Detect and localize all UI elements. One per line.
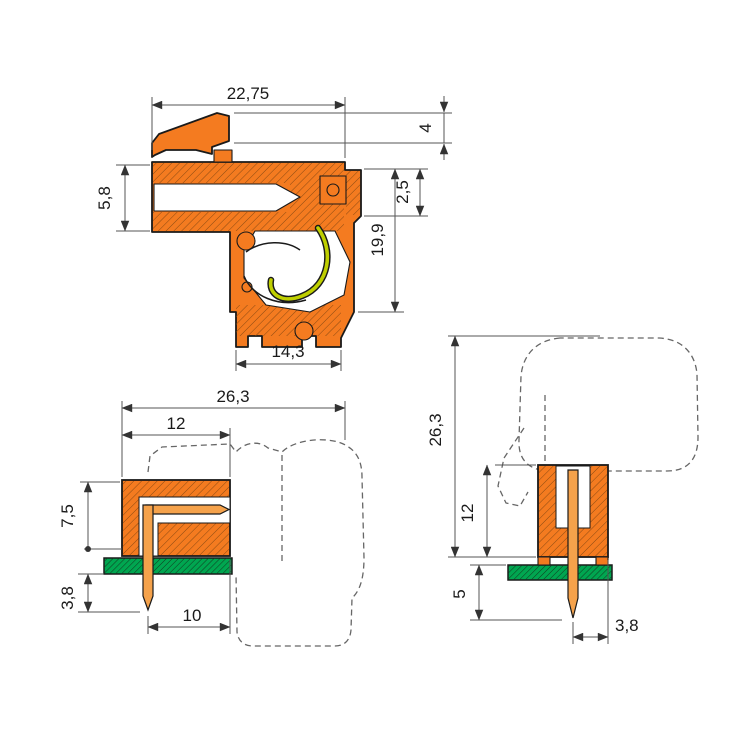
dim-label-pin-below-board-front: 5 [450, 589, 469, 598]
dim-height-above-board: 7,5 [58, 481, 122, 552]
header-feet [537, 556, 609, 566]
view-mounted-front: 26,3 12 5 3,8 [426, 335, 699, 644]
bolt-hole-lower [294, 321, 314, 341]
dim-label-overall-depth: 26,3 [216, 387, 249, 406]
housing-latch [151, 112, 230, 158]
datum-dot [85, 546, 91, 552]
header-hatching [123, 481, 229, 555]
dim-overall-width: 22,75 [151, 84, 346, 158]
dim-label-overall-height: 26,3 [426, 413, 445, 446]
clamp-spring [268, 226, 330, 301]
dim-label-step-height: 2,5 [393, 180, 412, 204]
dim-entry-height: 5,8 [95, 164, 150, 232]
view-mounted-side: 26,3 12 7,5 3,8 10 [58, 387, 365, 647]
solder-pin-front [567, 469, 579, 619]
extension-lines [121, 401, 346, 477]
extension-lines [448, 335, 600, 558]
clamp-screw-icon [326, 183, 340, 197]
extension-lines [78, 573, 140, 613]
pcb [507, 564, 613, 581]
housing-hatching [153, 163, 360, 336]
dim-pin-to-face: 10 [147, 560, 231, 634]
dim-label-pin-below-board: 3,8 [58, 586, 77, 610]
pcb-hatching [104, 558, 232, 574]
latch-catch-block [213, 149, 233, 163]
conductor-slot [153, 183, 301, 212]
extension-lines [234, 112, 452, 144]
dim-header-height: 12 [458, 464, 536, 558]
dim-header-depth: 12 [121, 414, 231, 477]
bolt-hole-upper [236, 231, 256, 251]
dim-pin-to-edge: 3,8 [572, 560, 639, 644]
connector-outline-dashed [518, 337, 699, 472]
dim-label-pin-to-edge: 3,8 [615, 616, 639, 635]
dim-pin-below-board: 3,8 [58, 573, 140, 613]
dim-label-header-depth: 12 [167, 414, 186, 433]
dim-pin-below-board-front: 5 [450, 564, 562, 621]
dim-overall-height: 26,3 [426, 335, 600, 558]
dim-label-overall-width: 22,75 [227, 84, 270, 103]
dim-overall-depth: 26,3 [121, 387, 346, 477]
dim-label-latch-height: 4 [416, 123, 435, 132]
mating-connector-outline-dashed [147, 439, 365, 647]
dim-label-body-height: 19,9 [368, 223, 387, 256]
dim-body-height: 19,9 [358, 168, 404, 313]
dim-label-height-above-board: 7,5 [58, 504, 77, 528]
solder-pin [142, 504, 231, 612]
dim-latch-height: 4 [234, 96, 452, 160]
pin-horizontal [145, 504, 231, 515]
dim-label-bottom-width: 14,3 [271, 342, 304, 361]
pin-vertical [142, 504, 154, 612]
pcb-hatching [508, 565, 612, 580]
pcb [103, 557, 233, 575]
extension-lines [116, 164, 150, 232]
latch-outline-dashed [497, 427, 529, 507]
dim-step-height: 2,5 [364, 168, 428, 217]
dim-bottom-width: 14,3 [235, 342, 342, 371]
view-side: 22,75 5,8 4 2,5 19,9 14,3 [95, 84, 452, 371]
dim-label-pin-to-face: 10 [183, 606, 202, 625]
dim-label-entry-height: 5,8 [95, 186, 114, 210]
lever-lines [243, 242, 307, 304]
extension-lines [80, 481, 122, 550]
dim-label-header-height: 12 [458, 504, 477, 523]
